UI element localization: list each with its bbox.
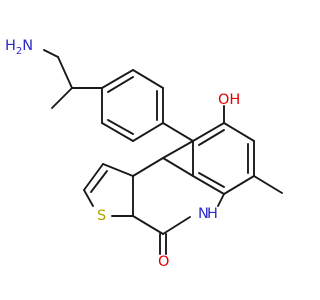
bond-thiophene-3 [83,189,94,207]
bond-benzo-1 [192,122,225,142]
bond-phenyl-5 [101,122,134,142]
bond-fused-benzo [132,157,164,177]
bond-co-thio [132,215,164,235]
bond-biaryl [162,122,194,142]
bond-layer [43,49,283,255]
bond-c-nh [217,193,225,207]
bond-nh-co [162,216,191,235]
bond-phenyl-2 [132,69,164,89]
bond-thiophene-1 [102,163,134,177]
amine-subscript: 2 [16,46,22,57]
bond-phenyl-1 [101,69,134,89]
bond-phenyl-4 [132,122,164,142]
bond-benzo-2 [223,122,255,142]
bond-phenyl-inner-1 [107,76,134,93]
amine-label: H2N [5,38,33,57]
label-layer: H2N OH N H O S [5,38,240,270]
lactam-h-label: H [207,206,218,222]
bond-benzo-inner-1 [198,129,225,146]
bond-ch-methyl [51,87,73,109]
bond-benzo-inner-3 [198,172,225,188]
hydroxyl-label: OH [218,92,240,108]
bond-benzo-fused [162,157,194,177]
bond-benzo-5 [192,175,225,195]
bond-ch2-ch [57,56,73,89]
bond-thiophene-2 [83,163,104,191]
bond-phenyl-inner-3 [107,119,134,135]
molecule-canvas: H2N OH N H O S [5,38,283,270]
bond-thiophene-inner [90,170,108,193]
lactam-n-label: N [198,206,209,222]
bond-ring-junction [162,140,194,159]
amine-n: N [22,38,33,54]
bond-c-methyl [253,175,283,194]
bond-benzo-4 [223,175,255,195]
thiophene-sulfur-label: S [97,208,106,224]
carbonyl-oxygen-label: O [158,254,169,270]
bond-n-ch2 [43,49,59,58]
amine-h: H [5,38,16,54]
structure-diagram: H2N OH N H O S [5,38,283,270]
